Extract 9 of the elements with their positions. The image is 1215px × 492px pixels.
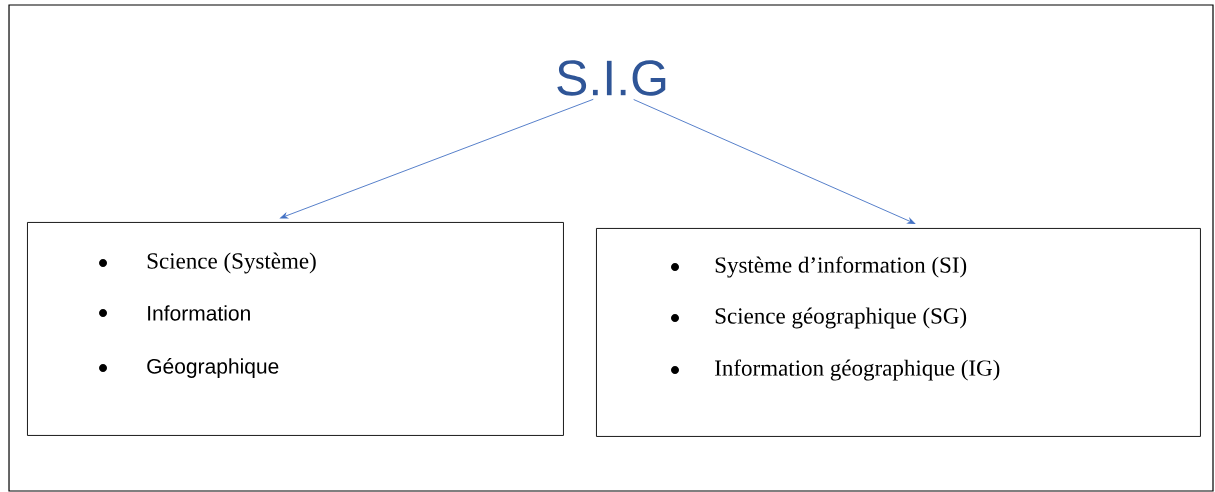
title: S.I.G (557, 60, 666, 96)
list-item: Science géographique (SG) (715, 307, 967, 329)
list-item: Information (148, 305, 250, 321)
arrow (280, 98, 594, 219)
list-item: Information géographique (IG) (715, 359, 1000, 381)
list-item: Système d’information (SI) (715, 256, 967, 278)
list-item: Science (Système) (147, 252, 316, 274)
list-item: Géographique (147, 358, 279, 378)
arrow (633, 99, 916, 224)
